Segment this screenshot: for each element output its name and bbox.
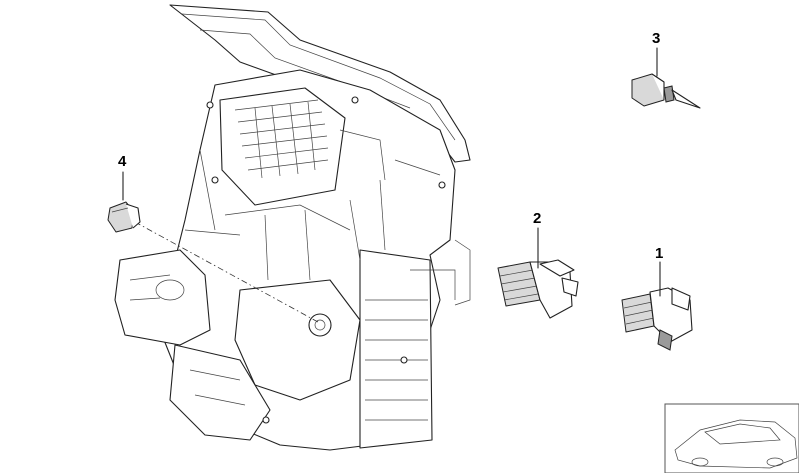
callout-label-1: 1 xyxy=(655,245,664,262)
callout-label-4: 4 xyxy=(118,153,127,170)
part-3-drawing xyxy=(631,73,701,109)
part-4-drawing xyxy=(107,201,141,233)
hvac-housing-assembly xyxy=(114,4,471,451)
part-2-drawing xyxy=(497,259,579,319)
part-1-drawing xyxy=(621,287,693,351)
assembly-line-part-4 xyxy=(134,221,319,323)
callout-label-3: 3 xyxy=(652,30,661,47)
callout-label-2: 2 xyxy=(533,210,542,227)
vehicle-thumbnail xyxy=(664,403,799,473)
